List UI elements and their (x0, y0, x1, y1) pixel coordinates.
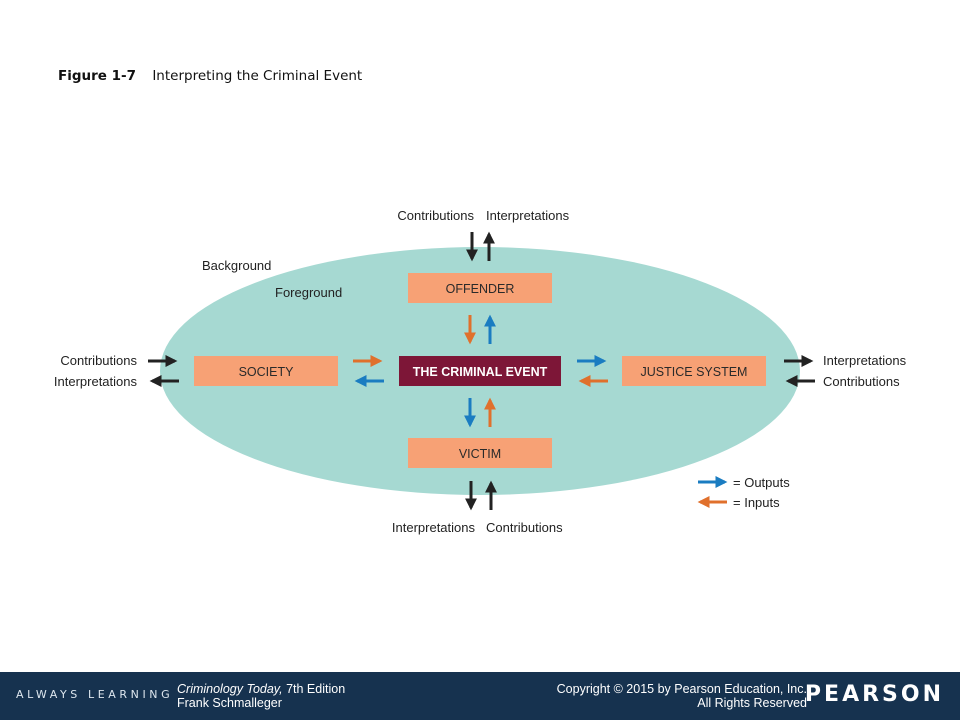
victim-label: VICTIM (459, 447, 501, 461)
justice-system-label: JUSTICE SYSTEM (641, 365, 748, 379)
legend-outputs-label: = Outputs (733, 475, 790, 490)
book-title: Criminology Today, (177, 682, 283, 696)
left-interpretations-label: Interpretations (54, 374, 138, 389)
figure-number: Figure 1-7 (58, 68, 137, 84)
copyright-block: Copyright © 2015 by Pearson Education, I… (557, 682, 807, 710)
criminal-event-diagram: Background Foreground Contributions Inte… (54, 208, 907, 535)
book-author: Frank Schmalleger (177, 696, 282, 710)
bottom-interpretations-label: Interpretations (392, 520, 476, 535)
victim-box (408, 438, 552, 468)
top-contributions-label: Contributions (397, 208, 474, 223)
offender-label: OFFENDER (446, 282, 515, 296)
criminal-event-box (399, 356, 561, 386)
foreground-label: Foreground (275, 285, 342, 300)
top-interpretations-label: Interpretations (486, 208, 570, 223)
society-box (194, 356, 338, 386)
figure-caption: Figure 1-7 Interpreting the Criminal Eve… (58, 68, 362, 84)
left-contributions-label: Contributions (60, 353, 137, 368)
footer-tagline: ALWAYS LEARNING (16, 688, 174, 701)
book-info: Criminology Today, 7th Edition Frank Sch… (177, 682, 345, 710)
book-edition: 7th Edition (282, 682, 346, 696)
justice-system-box (622, 356, 766, 386)
figure-title: Interpreting the Criminal Event (152, 68, 363, 84)
footer-bar: ALWAYS LEARNING Criminology Today, 7th E… (0, 672, 960, 720)
pearson-logo: PEARSON (804, 682, 944, 707)
right-contributions-label: Contributions (823, 374, 900, 389)
right-interpretations-label: Interpretations (823, 353, 907, 368)
offender-box (408, 273, 552, 303)
criminal-event-label: THE CRIMINAL EVENT (413, 365, 548, 379)
background-label: Background (202, 258, 271, 273)
society-label: SOCIETY (239, 365, 295, 379)
bottom-contributions-label: Contributions (486, 520, 563, 535)
rights-text: All Rights Reserved (697, 696, 807, 710)
copyright-text: Copyright © 2015 by Pearson Education, I… (556, 682, 807, 696)
legend-inputs-label: = Inputs (733, 495, 780, 510)
